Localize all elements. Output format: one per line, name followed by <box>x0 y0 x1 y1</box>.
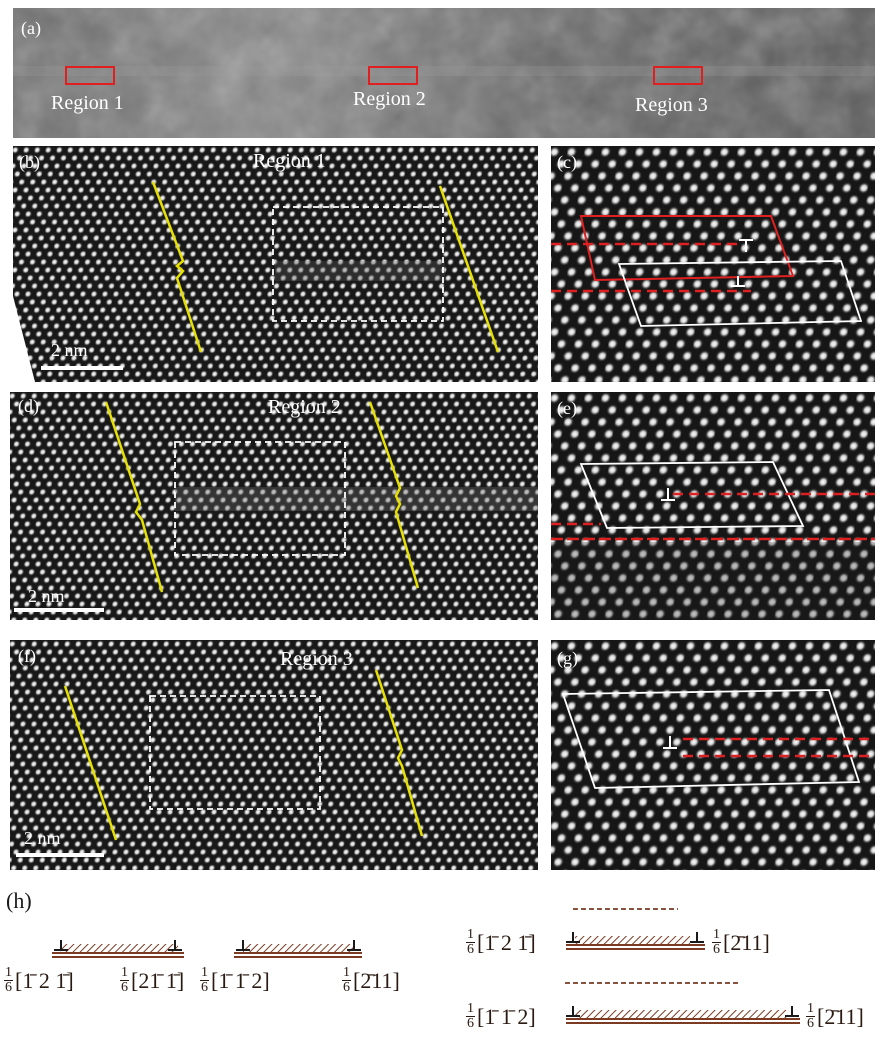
stacking-fault-1 <box>52 940 184 958</box>
trace-line-right <box>368 401 420 589</box>
panel-g: (g) <box>551 640 875 870</box>
trace-line-right <box>438 185 500 353</box>
dashed-roi-box <box>149 695 321 810</box>
panel-g-lattice <box>551 640 875 870</box>
scale-bar <box>16 853 104 857</box>
burgers-circuit-white <box>579 461 805 529</box>
dislocation-symbol <box>661 488 675 501</box>
panel-c: (c) <box>551 146 875 382</box>
panel-b-scale-text: 2 nm <box>51 340 88 360</box>
stacking-fault-2 <box>234 940 362 958</box>
trace-line-right <box>374 669 424 837</box>
panel-f-scale-text: 2 nm <box>24 828 61 848</box>
panel-a-label: (a) <box>21 18 41 38</box>
region-3-label: Region 3 <box>635 94 708 116</box>
scale-bar <box>14 608 104 612</box>
dashed-roi-box <box>174 441 346 556</box>
scale-bar <box>41 366 123 370</box>
stacking-fault-3 <box>565 908 740 984</box>
panel-c-label: (c) <box>557 152 577 172</box>
panel-e-lattice <box>551 392 875 620</box>
burgers-circuit-white <box>561 689 861 789</box>
panel-d-scale-text: 2 nm <box>28 586 65 606</box>
region-2-label: Region 2 <box>353 88 426 110</box>
panel-d-label: (d) <box>18 396 39 416</box>
panel-f: (f) Region 3 2 nm <box>10 640 538 870</box>
dislocation-symbol-1 <box>739 239 753 252</box>
region-1-label: Region 1 <box>51 92 124 114</box>
panel-h-schematic <box>52 908 800 1024</box>
trace-line-left <box>63 685 118 841</box>
region-3-box <box>653 66 703 85</box>
panel-f-title: Region 3 <box>280 648 353 670</box>
panel-d: (d) Region 2 2 nm <box>10 392 538 620</box>
panel-c-lattice <box>551 146 875 382</box>
panel-f-lattice <box>10 640 538 870</box>
overview-image <box>13 8 875 138</box>
panel-b-title: Region 1 <box>253 150 326 172</box>
panel-e: (e) <box>551 392 875 620</box>
panel-e-label: (e) <box>557 398 577 418</box>
panel-d-title: Region 2 <box>268 396 341 418</box>
burgers-circuit-white <box>617 260 863 327</box>
panel-g-label: (g) <box>557 648 578 668</box>
dashed-roi-box <box>272 206 444 322</box>
panel-d-lattice <box>10 392 538 620</box>
trace-line-left <box>104 401 164 593</box>
trace-line-left <box>151 181 203 353</box>
region-2-box <box>368 66 418 85</box>
dislocation-symbol-2 <box>731 276 745 287</box>
burgers-circuit-red <box>579 215 795 282</box>
panel-h-label: (h) <box>6 888 32 913</box>
panel-f-label: (f) <box>18 646 36 666</box>
panel-b-label: (b) <box>19 152 40 172</box>
stacking-fault-4 <box>566 1006 800 1024</box>
dislocation-symbol <box>663 736 677 749</box>
panel-a-overview: (a) Region 1 Region 2 Region 3 <box>13 8 875 138</box>
region-1-box <box>65 66 115 85</box>
panel-b: (b) Region 1 2 nm <box>13 146 538 382</box>
panel-b-lattice <box>13 146 538 382</box>
